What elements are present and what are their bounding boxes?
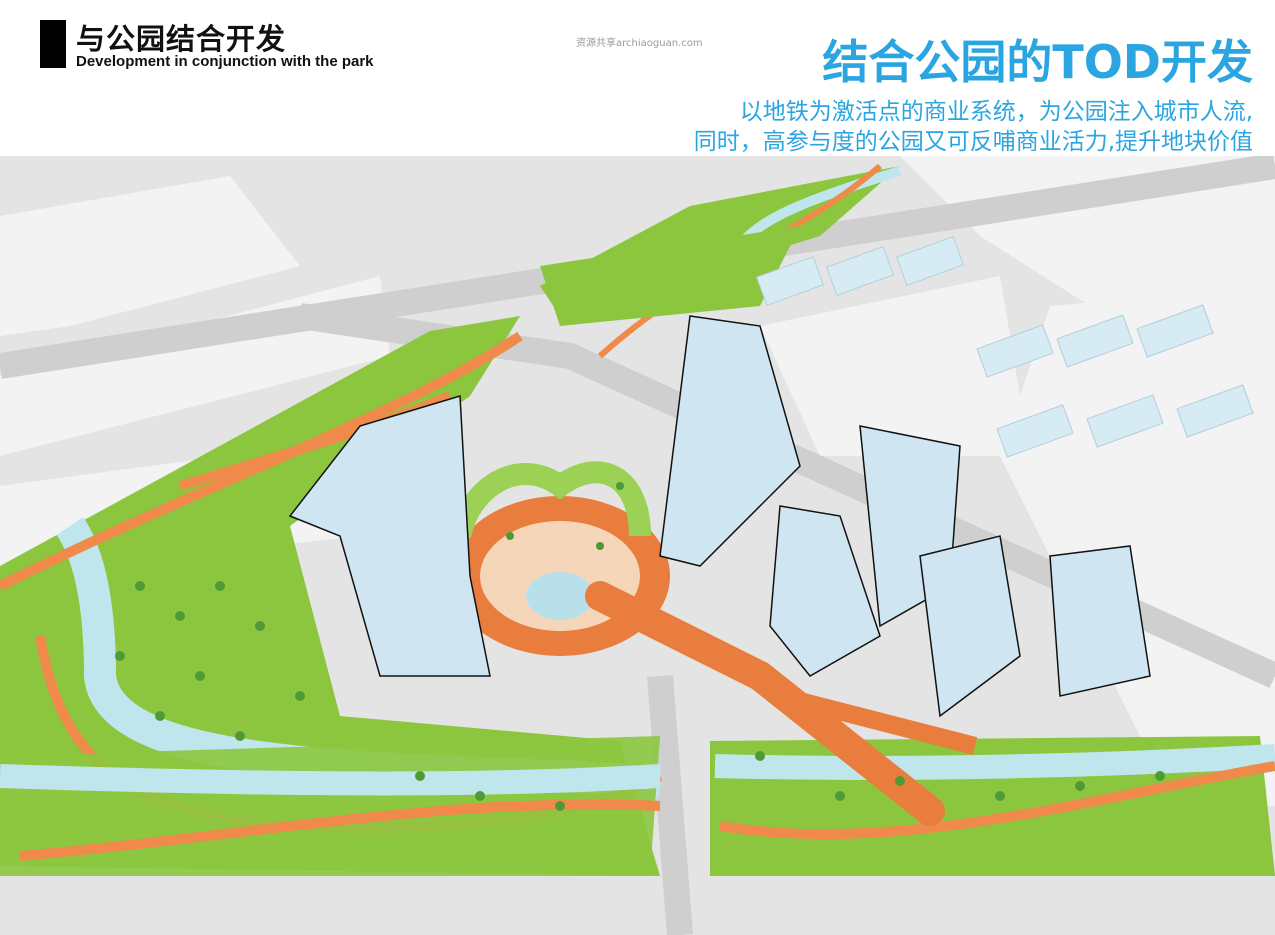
complex-core-plaza [526,572,594,620]
headline-title: 结合公园的TOD开发 [822,35,1253,89]
river-south-west [0,764,661,796]
trees [115,482,1165,811]
headline-subtitle-line1: 以地铁为激活点的商业系统，为公园注入城市人流, [739,99,1253,125]
river-south-east [714,744,1275,780]
header-black-bar [40,20,66,68]
site-plan-illustration [0,156,1275,935]
skybridge-branch [777,687,978,755]
section-title-en: Development in conjunction with the park [76,53,374,70]
watermark-text: 资源共享archiaoguan.com [576,38,703,49]
skybridge [585,581,945,826]
green-roof-ring [449,461,651,539]
residential-blocks [756,236,1254,458]
glass-towers [288,315,1151,718]
path-south-west [19,799,661,861]
headline-subtitle-line2: 同时，高参与度的公园又可反哺商业活力,提升地块价值 [693,129,1253,155]
section-title-cn: 与公园结合开发 [76,22,287,56]
path-south-east [719,761,1275,840]
park-northeast [540,226,800,326]
